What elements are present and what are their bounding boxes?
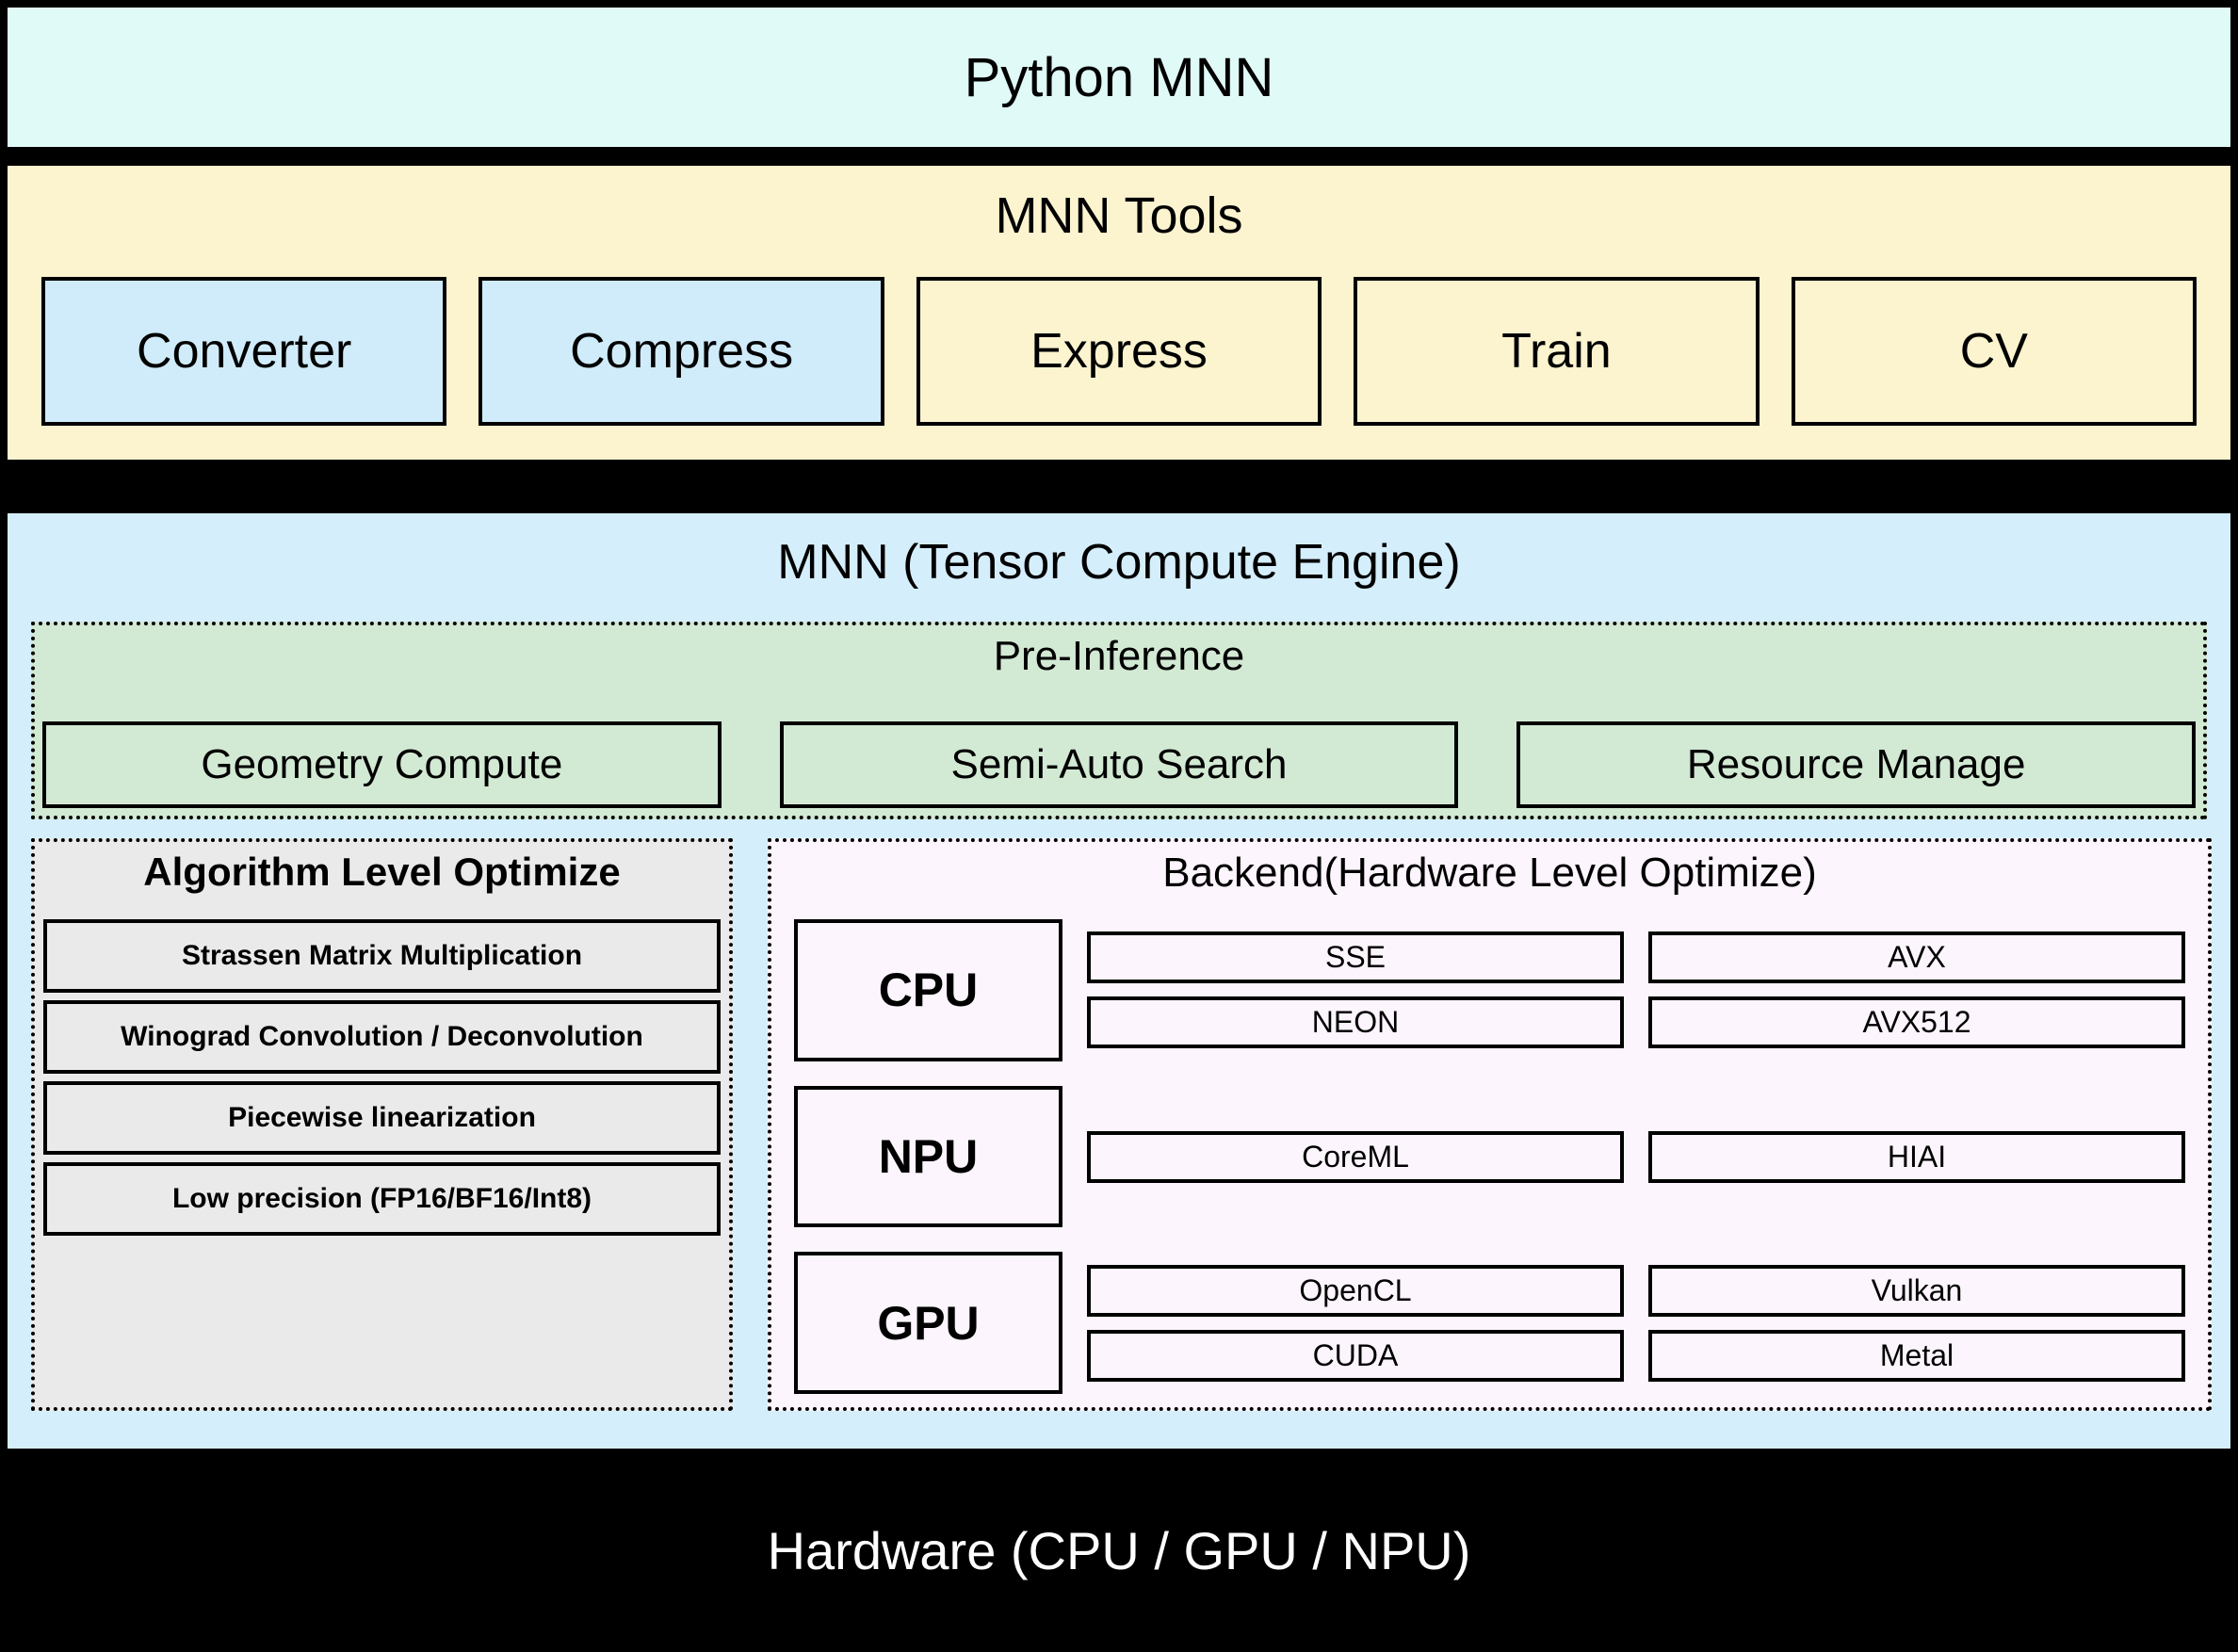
tool-label: Train <box>1501 324 1612 379</box>
pre-inference-box-semi-auto-search[interactable]: Semi-Auto Search <box>779 721 1459 808</box>
backend-grid: CPU SSE NEON AVX <box>794 919 2185 1395</box>
backend-chip-cuda[interactable]: CUDA <box>1087 1329 1624 1382</box>
algorithm-level-optimize-group: Algorithm Level Optimize Strassen Matrix… <box>31 838 733 1411</box>
pre-inference-group: Pre-Inference Geometry Compute Semi-Auto… <box>31 622 2207 819</box>
tool-label: Converter <box>137 324 352 379</box>
tool-box-train[interactable]: Train <box>1354 277 1760 426</box>
backend-col-left-npu: CoreML <box>1087 1130 1624 1183</box>
backend-chip-coreml[interactable]: CoreML <box>1087 1130 1624 1183</box>
tool-box-compress[interactable]: Compress <box>478 277 884 426</box>
algorithm-level-optimize-list: Strassen Matrix Multiplication Winograd … <box>43 919 721 1236</box>
backend-hardware-gpu[interactable]: GPU <box>794 1252 1062 1395</box>
algorithm-item-label: Strassen Matrix Multiplication <box>181 940 583 971</box>
backend-col-right-gpu: Vulkan Metal <box>1648 1264 2185 1382</box>
backend-chip-label: CUDA <box>1312 1337 1399 1372</box>
backend-chip-label: NEON <box>1311 1005 1400 1040</box>
pre-inference-box-resource-manage[interactable]: Resource Manage <box>1516 721 2197 808</box>
backend-chip-label: SSE <box>1324 940 1387 975</box>
backend-hardware-label: GPU <box>877 1296 980 1350</box>
pre-inference-label: Geometry Compute <box>201 741 563 787</box>
backend-col-right-cpu: AVX AVX512 <box>1648 931 2185 1049</box>
mnn-tools-title: MNN Tools <box>995 187 1243 244</box>
backend-chip-sse[interactable]: SSE <box>1087 931 1624 984</box>
algorithm-item-strassen[interactable]: Strassen Matrix Multiplication <box>43 919 721 993</box>
backend-chip-label: Vulkan <box>1871 1272 1963 1307</box>
pre-inference-row: Geometry Compute Semi-Auto Search Resour… <box>42 721 2197 808</box>
tool-box-cv[interactable]: CV <box>1791 277 2197 426</box>
backend-chip-label: OpenCL <box>1299 1272 1412 1307</box>
backend-chip-label: Metal <box>1879 1337 1954 1372</box>
backend-chip-opencl[interactable]: OpenCL <box>1087 1264 1624 1317</box>
backend-chip-avx512[interactable]: AVX512 <box>1648 996 2185 1049</box>
backend-row-cpu: CPU SSE NEON AVX <box>794 919 2185 1061</box>
python-mnn-layer: Python MNN <box>8 8 2230 147</box>
backend-row-gpu: GPU OpenCL CUDA <box>794 1252 2185 1395</box>
backend-chip-vulkan[interactable]: Vulkan <box>1648 1264 2185 1317</box>
tool-box-express[interactable]: Express <box>916 277 1322 426</box>
backend-col-left-gpu: OpenCL CUDA <box>1087 1264 1624 1382</box>
algorithm-level-optimize-title: Algorithm Level Optimize <box>143 850 621 894</box>
backend-children-cpu: SSE NEON AVX AVX512 <box>1087 919 2185 1061</box>
backend-chip-avx[interactable]: AVX <box>1648 931 2185 984</box>
algorithm-item-label: Piecewise linearization <box>228 1102 536 1133</box>
algorithm-item-winograd[interactable]: Winograd Convolution / Deconvolution <box>43 1000 721 1074</box>
algorithm-item-piecewise-linearization[interactable]: Piecewise linearization <box>43 1081 721 1155</box>
algorithm-item-label: Low precision (FP16/BF16/Int8) <box>171 1183 592 1214</box>
tool-label: Compress <box>570 324 794 379</box>
algorithm-item-label: Winograd Convolution / Deconvolution <box>121 1021 643 1052</box>
backend-chip-label: HIAI <box>1887 1139 1947 1174</box>
mnn-tools-layer: MNN Tools Converter Compress Express Tra… <box>8 166 2230 460</box>
algorithm-item-low-precision[interactable]: Low precision (FP16/BF16/Int8) <box>43 1162 721 1236</box>
backend-chip-metal[interactable]: Metal <box>1648 1329 2185 1382</box>
backend-hardware-npu[interactable]: NPU <box>794 1085 1062 1228</box>
backend-chip-hiai[interactable]: HIAI <box>1648 1130 2185 1183</box>
python-mnn-title: Python MNN <box>964 46 1274 108</box>
backend-hardware-label: CPU <box>878 964 979 1017</box>
pre-inference-title: Pre-Inference <box>993 633 1245 679</box>
tool-label: Express <box>1030 324 1208 379</box>
mnn-engine-layer: MNN (Tensor Compute Engine) Pre-Inferenc… <box>8 513 2230 1449</box>
backend-hardware-label: NPU <box>878 1130 979 1183</box>
hardware-layer: Hardware (CPU / GPU / NPU) <box>0 1449 2238 1652</box>
backend-row-npu: NPU CoreML HIAI <box>794 1085 2185 1228</box>
backend-chip-neon[interactable]: NEON <box>1087 996 1624 1049</box>
backend-chip-label: AVX512 <box>1862 1005 1971 1040</box>
tool-box-converter[interactable]: Converter <box>41 277 447 426</box>
backend-title: Backend(Hardware Level Optimize) <box>1162 850 1817 896</box>
mnn-tools-row: Converter Compress Express Train CV <box>8 277 2230 426</box>
pre-inference-label: Resource Manage <box>1686 741 2026 787</box>
backend-chip-label: CoreML <box>1302 1139 1409 1174</box>
backend-col-left-cpu: SSE NEON <box>1087 931 1624 1049</box>
backend-children-gpu: OpenCL CUDA Vulkan Metal <box>1087 1252 2185 1394</box>
pre-inference-box-geometry-compute[interactable]: Geometry Compute <box>42 721 722 808</box>
backend-children-npu: CoreML HIAI <box>1087 1086 2185 1228</box>
mnn-engine-title: MNN (Tensor Compute Engine) <box>777 535 1461 590</box>
backend-hardware-cpu[interactable]: CPU <box>794 919 1062 1061</box>
pre-inference-label: Semi-Auto Search <box>950 741 1288 787</box>
tool-label: CV <box>1959 324 2028 379</box>
backend-col-right-npu: HIAI <box>1648 1130 2185 1183</box>
hardware-layer-title: Hardware (CPU / GPU / NPU) <box>767 1520 1471 1580</box>
backend-chip-label: AVX <box>1888 940 1946 975</box>
backend-group: Backend(Hardware Level Optimize) CPU SSE <box>768 838 2212 1411</box>
